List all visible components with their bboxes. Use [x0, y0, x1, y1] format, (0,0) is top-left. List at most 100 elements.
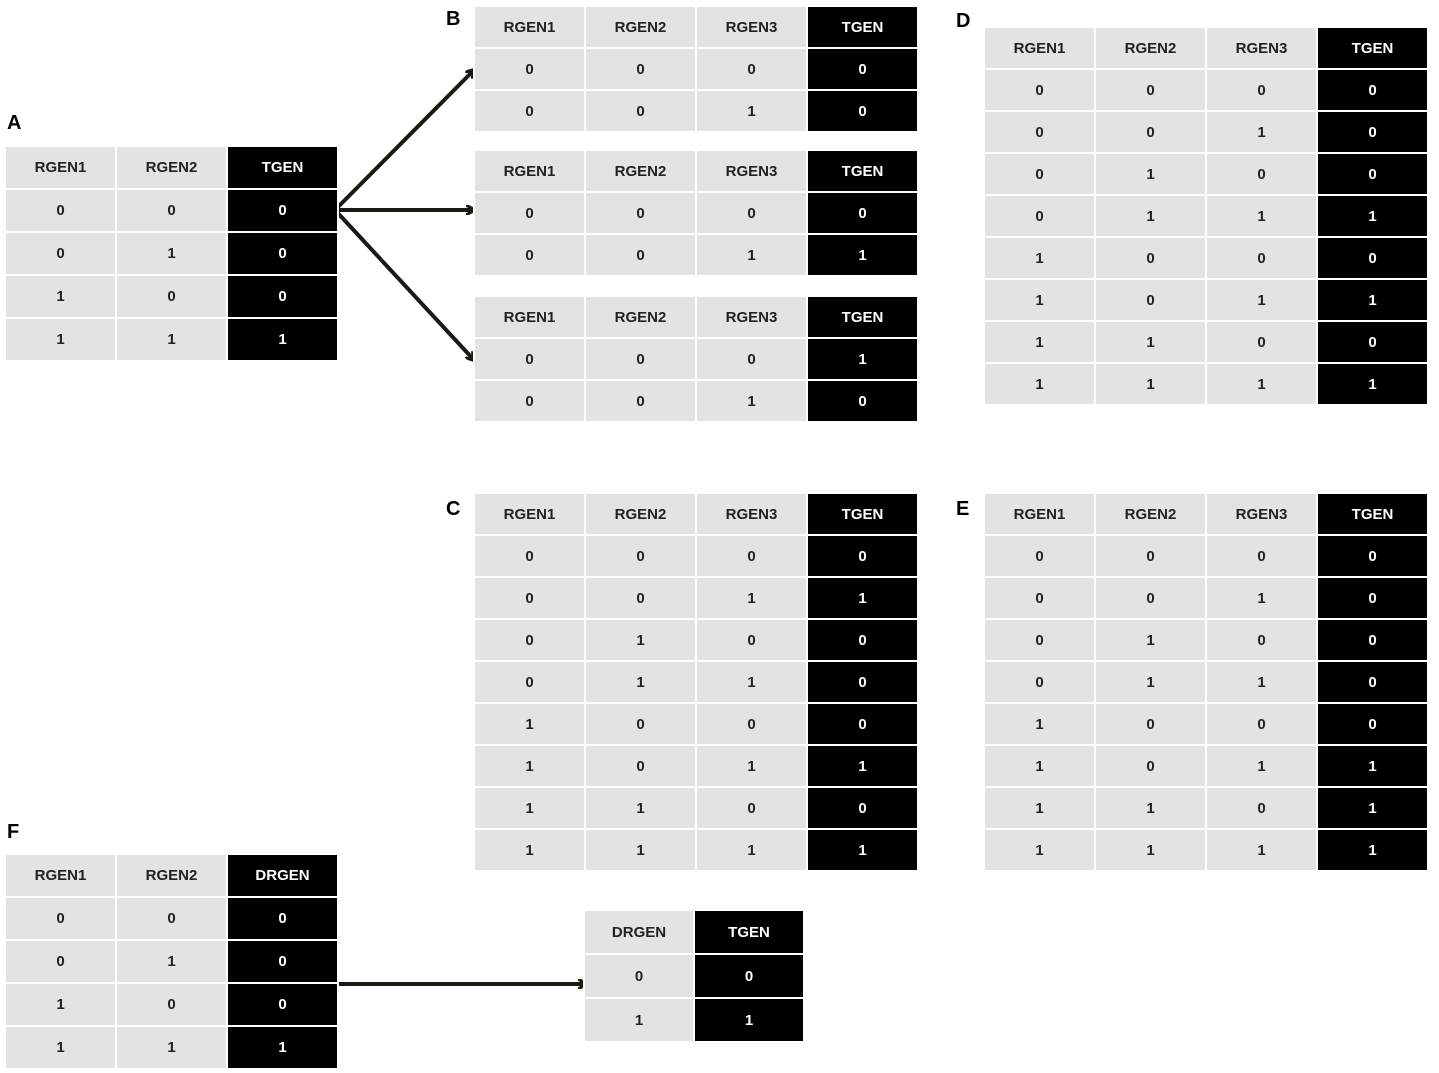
input-cell: 1 — [1094, 194, 1207, 238]
header-cell: RGEN1 — [4, 853, 117, 898]
input-cell: 1 — [695, 660, 808, 704]
input-cell: 1 — [983, 702, 1096, 746]
header-cell: DRGEN — [226, 853, 339, 898]
output-cell: 0 — [806, 702, 919, 746]
output-cell: 0 — [806, 618, 919, 662]
output-cell: 0 — [1316, 576, 1429, 620]
input-cell: 0 — [4, 188, 117, 233]
output-cell: 0 — [226, 274, 339, 319]
input-cell: 1 — [1094, 786, 1207, 830]
input-cell: 0 — [983, 194, 1096, 238]
input-cell: 1 — [583, 997, 695, 1043]
input-cell: 1 — [983, 278, 1096, 322]
input-cell: 0 — [584, 233, 697, 277]
output-cell: 0 — [1316, 320, 1429, 364]
input-cell: 0 — [695, 534, 808, 578]
output-cell: 1 — [806, 233, 919, 277]
input-cell: 0 — [473, 660, 586, 704]
header-cell: DRGEN — [583, 909, 695, 955]
input-cell: 1 — [1205, 362, 1318, 406]
header-cell: TGEN — [1316, 26, 1429, 70]
input-cell: 0 — [473, 576, 586, 620]
output-cell: 0 — [806, 534, 919, 578]
output-cell: 0 — [226, 982, 339, 1027]
input-cell: 0 — [695, 618, 808, 662]
header-cell: RGEN3 — [1205, 26, 1318, 70]
input-cell: 0 — [584, 534, 697, 578]
input-cell: 0 — [983, 534, 1096, 578]
panel-label-c: C — [446, 498, 461, 520]
input-cell: 0 — [1205, 786, 1318, 830]
output-cell: 0 — [226, 896, 339, 941]
input-cell: 0 — [584, 379, 697, 423]
header-cell: RGEN1 — [473, 295, 586, 339]
input-cell: 1 — [983, 828, 1096, 872]
output-cell: 1 — [806, 744, 919, 788]
input-cell: 1 — [1094, 362, 1207, 406]
output-cell: 0 — [1316, 68, 1429, 112]
output-cell: 0 — [1316, 534, 1429, 578]
input-cell: 0 — [983, 576, 1096, 620]
output-cell: 1 — [1316, 278, 1429, 322]
input-cell: 1 — [1094, 320, 1207, 364]
output-cell: 1 — [226, 1025, 339, 1070]
input-cell: 1 — [584, 660, 697, 704]
input-cell: 0 — [584, 744, 697, 788]
output-cell: 0 — [1316, 110, 1429, 154]
output-cell: 1 — [1316, 744, 1429, 788]
output-cell: 0 — [806, 660, 919, 704]
input-cell: 1 — [1205, 660, 1318, 704]
input-cell: 1 — [473, 702, 586, 746]
input-cell: 1 — [983, 236, 1096, 280]
input-cell: 1 — [584, 618, 697, 662]
output-cell: 0 — [1316, 236, 1429, 280]
output-cell: 1 — [693, 997, 805, 1043]
header-cell: RGEN3 — [695, 492, 808, 536]
header-cell: RGEN2 — [115, 145, 228, 190]
input-cell: 0 — [1094, 278, 1207, 322]
output-cell: 0 — [1316, 660, 1429, 704]
output-cell: 0 — [806, 379, 919, 423]
input-cell: 0 — [4, 939, 117, 984]
input-cell: 0 — [695, 47, 808, 91]
input-cell: 0 — [4, 231, 117, 276]
output-cell: 1 — [1316, 194, 1429, 238]
input-cell: 1 — [695, 233, 808, 277]
input-cell: 0 — [695, 786, 808, 830]
header-cell: RGEN2 — [1094, 26, 1207, 70]
panel-label-d: D — [956, 10, 971, 32]
input-cell: 0 — [584, 47, 697, 91]
input-cell: 1 — [1205, 828, 1318, 872]
header-cell: TGEN — [226, 145, 339, 190]
panel-label-f: F — [7, 821, 20, 843]
header-cell: RGEN2 — [584, 492, 697, 536]
input-cell: 1 — [115, 231, 228, 276]
input-cell: 1 — [695, 744, 808, 788]
output-cell: 0 — [806, 47, 919, 91]
input-cell: 0 — [1094, 744, 1207, 788]
input-cell: 0 — [1205, 152, 1318, 196]
